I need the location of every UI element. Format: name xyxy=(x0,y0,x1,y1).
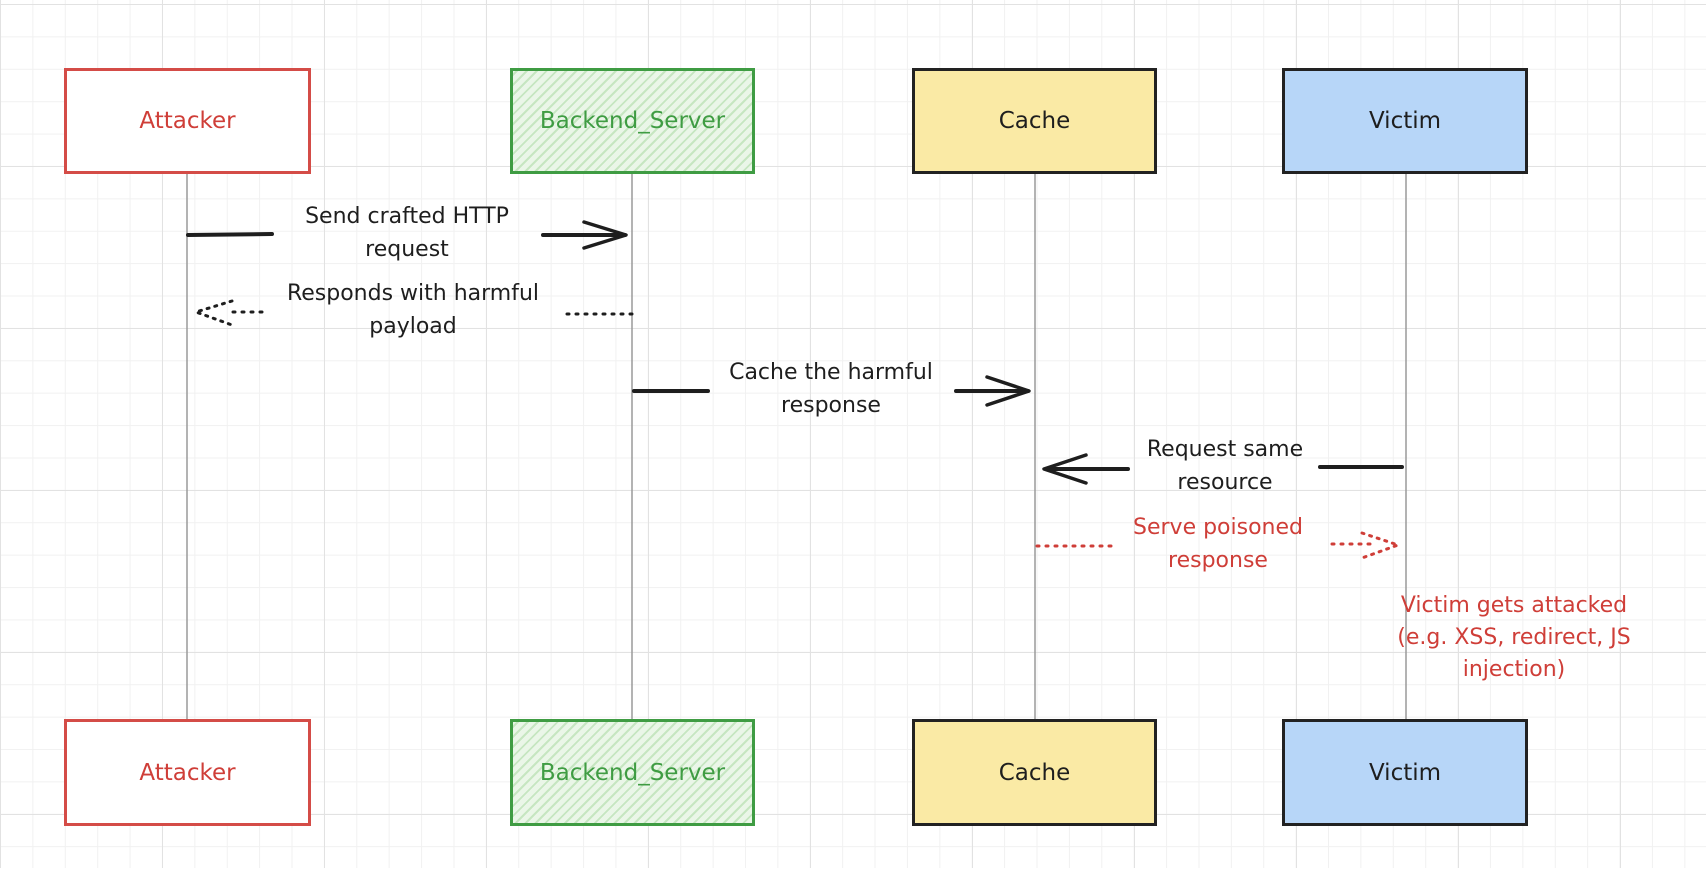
participant-attacker-top: Attacker xyxy=(64,68,311,174)
participant-label: Cache xyxy=(998,108,1071,134)
message-arrow-respond-payload xyxy=(191,299,634,327)
participant-label: Backend_Server xyxy=(539,108,726,134)
message-arrow-send-request xyxy=(186,220,628,250)
participant-cache-bottom: Cache xyxy=(912,719,1157,826)
message-label-respond-payload: Responds with harmful payload xyxy=(286,281,540,339)
participant-backend-top: Backend_Server xyxy=(510,68,755,174)
participant-label: Cache xyxy=(998,759,1071,786)
message-label-cache-response: Cache the harmful response xyxy=(729,360,933,418)
participant-label: Backend_Server xyxy=(539,759,726,786)
participant-label: Victim xyxy=(1368,759,1442,786)
participant-label: Attacker xyxy=(139,759,236,786)
participant-label: Attacker xyxy=(139,108,236,134)
participant-attacker-bottom: Attacker xyxy=(64,719,311,826)
participant-cache-top: Cache xyxy=(912,68,1157,174)
participant-label: Victim xyxy=(1368,108,1442,134)
message-arrow-request-resource xyxy=(1042,453,1404,485)
message-label-request-resource: Request same resource xyxy=(1146,437,1304,495)
participant-victim-bottom: Victim xyxy=(1282,719,1528,826)
participant-backend-bottom: Backend_Server xyxy=(510,719,755,826)
message-label-serve-poisoned: Serve poisoned response xyxy=(1133,515,1303,573)
message-arrow-cache-response xyxy=(632,375,1031,407)
note-victim-attacked: Victim gets attacked (e.g. XSS, redirect… xyxy=(1397,593,1631,682)
message-arrow-serve-poisoned xyxy=(1035,531,1403,560)
message-label-send-request: Send crafted HTTP request xyxy=(305,204,509,262)
participant-victim-top: Victim xyxy=(1282,68,1528,174)
